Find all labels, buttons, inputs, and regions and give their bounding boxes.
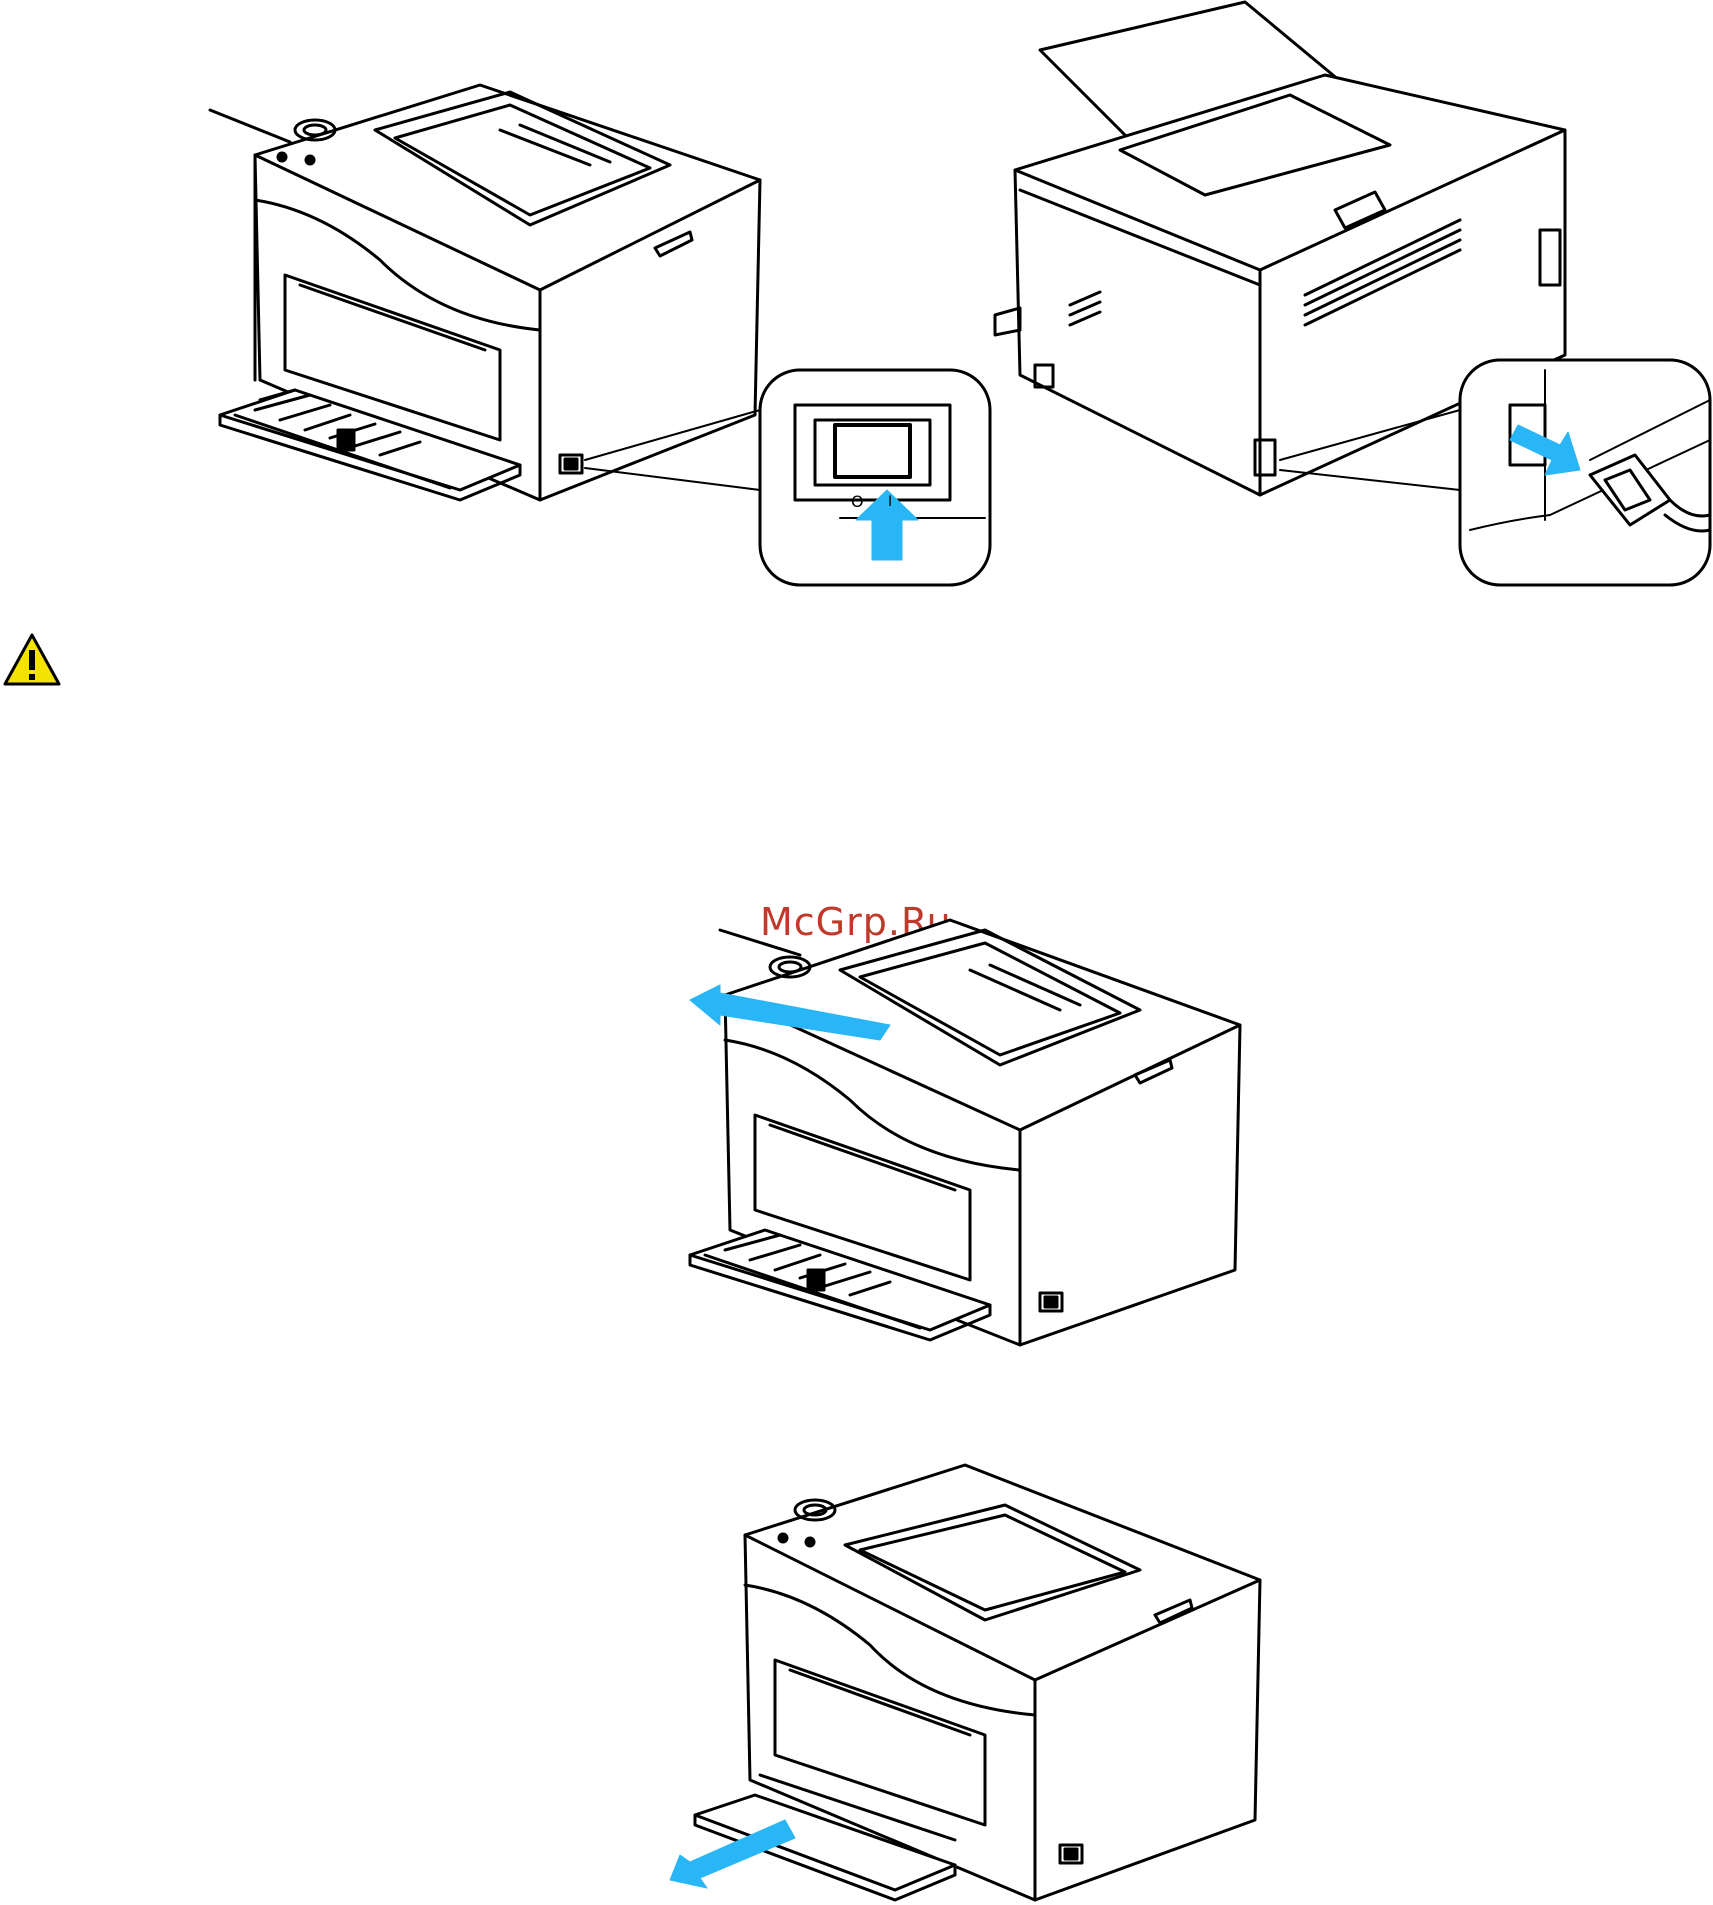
- figure-pull-out-tray: [665, 1460, 1275, 1905]
- figure-printer-power-cord: [990, 0, 1713, 600]
- figure-printer-power-switch: O I: [200, 70, 1000, 590]
- switch-on-symbol: I: [888, 494, 893, 510]
- arrow-right-icon: [1509, 424, 1581, 476]
- figure-remove-output-paper: [680, 915, 1250, 1375]
- arrow-left-icon: [689, 984, 891, 1041]
- switch-off-symbol: O: [851, 492, 864, 511]
- warning-triangle-icon: [2, 632, 62, 692]
- arrow-down-left-icon: [669, 1819, 796, 1889]
- arrow-up-icon: [855, 489, 919, 561]
